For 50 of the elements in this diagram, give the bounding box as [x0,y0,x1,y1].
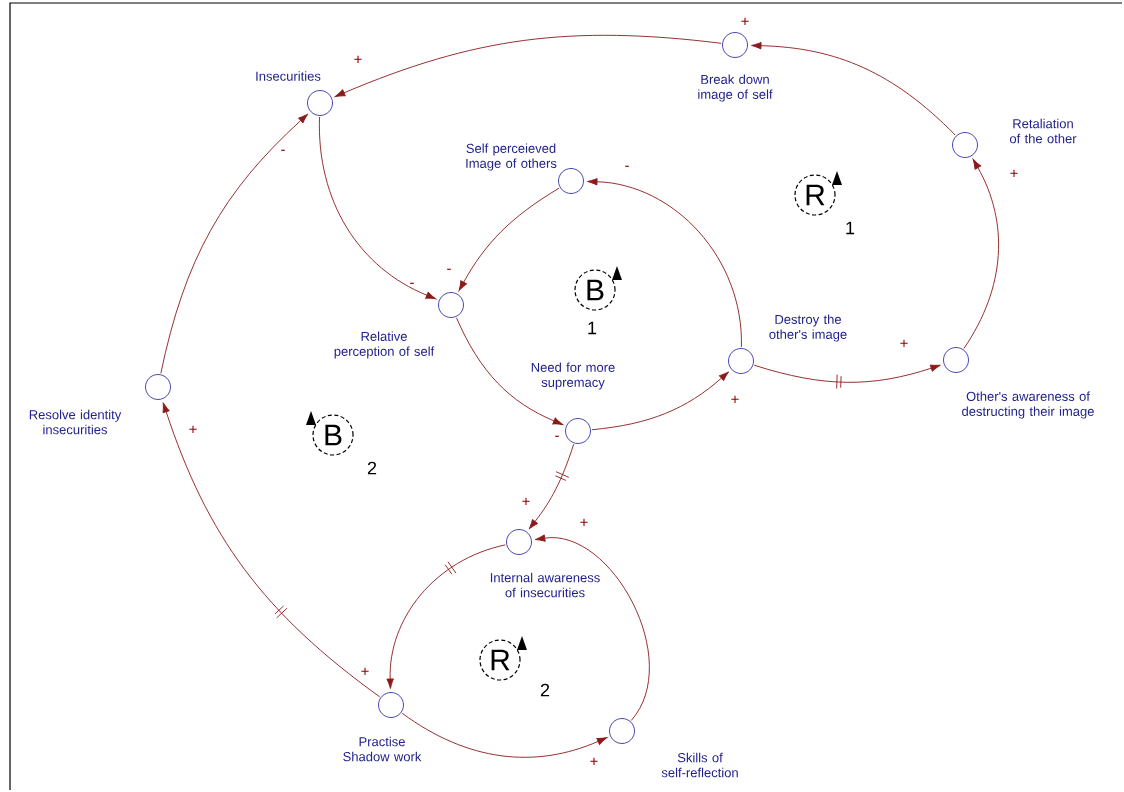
arrow [401,712,608,758]
variable-label: Relative perception of self [334,331,435,359]
polarity-sign: + [590,757,598,765]
arrow [456,317,564,426]
polarity-sign: - [555,435,559,437]
arrow [587,178,742,348]
polarity-sign: + [354,55,362,63]
variable-label: Internal awareness of insecurities [490,572,600,598]
loop-letter: B [587,279,604,301]
arrow [160,113,309,374]
polarity-sign: + [361,667,369,675]
variable-label: Destroy the other's image [769,314,847,342]
loop-letter: R [806,184,825,206]
arrow [534,534,650,721]
delayed-arrow [386,544,506,689]
delayed-arrow [753,364,941,389]
polarity-sign: - [447,268,451,270]
variable-label: Other's awareness of destructing their image [962,391,1094,419]
variable-label: Skills of self-reflection [661,752,738,778]
polarity-sign: + [731,395,739,403]
polarity-sign: - [410,282,414,284]
loop-letter: R [491,649,510,671]
delayed-arrow [528,443,575,530]
polarity-sign: + [1010,169,1018,177]
variable-label: Insecurities [256,71,321,81]
variable-label: Retaliation of the other [1009,118,1077,144]
polarity-sign: + [580,518,588,526]
loop-number: 1 [846,221,855,235]
arrow [751,41,956,136]
polarity-sign: + [522,497,530,505]
polarity-sign: + [900,339,908,347]
arrow [319,116,437,300]
polarity-sign: + [741,17,749,25]
arrow [334,34,722,97]
variable-label: Self perceieved Image of others [466,143,557,171]
arrow [458,187,560,291]
polarity-sign: + [189,425,197,433]
loop-letter: B [325,424,342,446]
polarity-sign: - [281,149,285,151]
loop-number: 1 [588,321,597,335]
variable-label: Practise Shadow work [343,736,422,762]
delayed-arrow [162,402,381,698]
arrow [963,158,999,349]
variable-label: Resolve identity insecurities [29,409,122,435]
loop-number: 2 [367,461,377,475]
variable-label: Break down image of self [698,74,773,102]
loop-number: 2 [540,683,550,697]
arrow [591,371,730,431]
variable-label: Need for more supremacy [531,362,615,390]
polarity-sign: - [625,165,629,167]
